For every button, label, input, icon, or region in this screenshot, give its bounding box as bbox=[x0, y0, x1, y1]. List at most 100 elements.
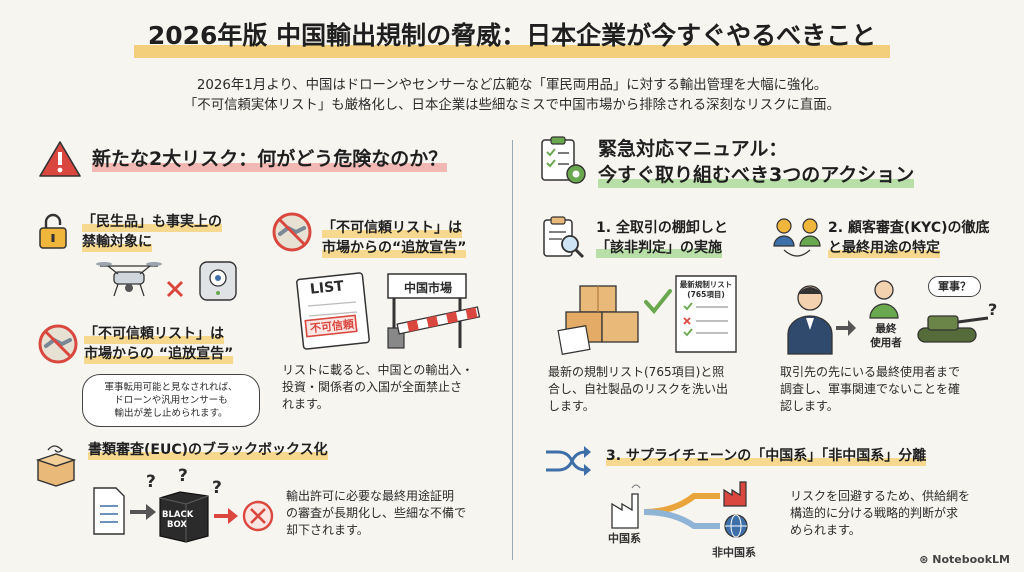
risk1-title-line2: 禁輸対象に bbox=[82, 232, 152, 252]
document-icon bbox=[93, 487, 125, 535]
end-user-label-line2: 使用者 bbox=[870, 337, 902, 349]
notebooklm-logo-icon: ⊛ bbox=[919, 553, 929, 566]
black-box-label-line2: BOX bbox=[167, 520, 187, 530]
a1-desc-line3: します。 bbox=[548, 399, 595, 413]
risk1-title-line1: 「民生品」も事実上の bbox=[82, 212, 222, 232]
regulation-list-label-line1: 最新規制リスト bbox=[679, 280, 733, 289]
arrow-right-icon bbox=[130, 504, 156, 520]
gate-barrier-illustration bbox=[387, 273, 481, 349]
a1-description: 最新の規制リスト(765項目)と照 合し、自社製品のリスクを洗い出 します。 bbox=[548, 364, 760, 415]
black-box-label-line1: BLACK bbox=[162, 510, 194, 520]
intro-line-2: 「不可信頼実体リスト」も厳格化し、日本企業は些細なミスで中国市場から排除される深… bbox=[183, 98, 841, 113]
china-label: 中国系 bbox=[608, 532, 641, 545]
question-mark-4: ? bbox=[988, 300, 998, 319]
list-desc-line1: リストに載ると、中国との輸出入・ bbox=[282, 363, 474, 377]
a3-desc-line3: められます。 bbox=[790, 523, 861, 537]
factory-red-icon bbox=[723, 481, 747, 507]
euc-title: 書類審査(EUC)のブラックボックス化 bbox=[88, 440, 328, 460]
clipboard-search-icon bbox=[543, 216, 585, 259]
list-desc-line2: 投資・関係者の入国が全面禁止さ bbox=[282, 380, 463, 394]
footer-brand-label: NotebookLM bbox=[932, 553, 1010, 566]
end-user-label-line1: 最終 bbox=[875, 323, 897, 335]
checklist-gear-icon bbox=[541, 136, 586, 184]
globe-icon bbox=[724, 514, 748, 538]
a3-desc-line2: 構造的に分ける戦略的判断が求 bbox=[790, 506, 959, 520]
page-title: 2026年版 中国輸出規制の脅威：日本企業が今すぐやるべきこと bbox=[133, 14, 891, 58]
non-china-label: 非中国系 bbox=[712, 546, 756, 559]
shuffle-arrows-icon bbox=[546, 446, 591, 476]
gate-label: 中国市場 bbox=[403, 281, 452, 295]
intro-line-1: 2026年1月より、中国はドローンやセンサーなど広範な「軍民両用品」に対する輸出… bbox=[196, 78, 828, 93]
black-box-label: BLACK BOX bbox=[162, 510, 194, 530]
a2-desc-line3: 認します。 bbox=[780, 399, 839, 413]
regulation-list-label: 最新規制リスト (765項目) bbox=[678, 280, 734, 300]
euc-description: 輸出許可に必要な最終用途証明 の審査が長期化し、些細な不備で 却下されます。 bbox=[286, 488, 506, 539]
risk2-title-line1: 「不可信頼リスト」は bbox=[322, 218, 462, 238]
question-mark-1: ? bbox=[146, 472, 156, 492]
reject-icon bbox=[242, 500, 274, 532]
risk2-title: 「不可信頼リスト」は 市場からの“追放宣告” bbox=[322, 218, 467, 258]
risk1-title: 「民生品」も事実上の 禁輸対象に bbox=[82, 212, 222, 252]
list-description: リストに載ると、中国との輸出入・ 投資・関係者の入国が全面禁止さ れます。 bbox=[282, 362, 502, 413]
intro-text: 2026年1月より、中国はドローンやセンサーなど広範な「軍民両用品」に対する輸出… bbox=[60, 76, 964, 116]
risk3-bubble: 軍事転用可能と見なされれば、 ドローンや汎用センサーも 輸出が差し止められます。 bbox=[82, 374, 260, 427]
arrow-right-icon-2 bbox=[214, 508, 238, 524]
checkmark-icon bbox=[644, 289, 672, 315]
inventory-illustration bbox=[557, 275, 737, 355]
no-handshake-icon bbox=[272, 212, 312, 252]
question-mark-2: ? bbox=[178, 466, 188, 486]
drone-sensor-illustration bbox=[96, 261, 237, 301]
box-icon bbox=[35, 445, 77, 487]
risk3-bubble-line1: 軍事転用可能と見なされれば、 bbox=[104, 382, 238, 393]
a2-title-line2: と最終用途の特定 bbox=[828, 238, 940, 258]
tank-icon bbox=[917, 315, 989, 343]
euc-flow-illustration bbox=[93, 487, 274, 543]
risk3-bubble-line2: ドローンや汎用センサーも bbox=[114, 395, 228, 406]
list-desc-line3: れます。 bbox=[282, 397, 329, 411]
people-network-icon bbox=[773, 218, 821, 257]
a2-title: 2. 顧客審査(KYC)の徹底 と最終用途の特定 bbox=[828, 218, 990, 258]
euc-desc-line2: の審査が長期化し、些細な不備で bbox=[286, 506, 467, 520]
factory-icon bbox=[611, 484, 641, 529]
right-section-title-line2: 今すぐ取り組むべき3つのアクション bbox=[598, 162, 915, 188]
padlock-icon bbox=[39, 213, 67, 249]
a2-title-line1: 2. 顧客審査(KYC)の徹底 bbox=[828, 220, 990, 236]
split-arrows bbox=[643, 493, 720, 529]
risk3-bubble-line3: 輸出が差し止められます。 bbox=[114, 408, 228, 419]
a1-title: 1. 全取引の棚卸しと 「該非判定」の実施 bbox=[596, 218, 728, 258]
no-handshake-icon-2 bbox=[38, 324, 78, 364]
a1-title-line2: 「該非判定」の実施 bbox=[596, 238, 722, 258]
kyc-illustration bbox=[787, 280, 989, 355]
military-bubble: 軍事？ bbox=[928, 276, 981, 297]
a1-title-line1: 1. 全取引の棚卸しと bbox=[596, 220, 728, 236]
right-section-title-line1: 緊急対応マニュアル： bbox=[598, 138, 788, 160]
list-document-illustration bbox=[296, 272, 370, 350]
risk3-title: 「不可信頼リスト」は 市場からの “追放宣告” bbox=[84, 324, 234, 364]
regulation-list-icon bbox=[675, 275, 737, 353]
footer-brand: ⊛ NotebookLM bbox=[919, 553, 1010, 566]
a1-desc-line2: 合し、自社製品のリスクを洗い出 bbox=[548, 382, 729, 396]
end-user-label: 最終 使用者 bbox=[868, 322, 904, 350]
risk2-title-line2: 市場からの“追放宣告” bbox=[322, 238, 467, 258]
a1-desc-line1: 最新の規制リスト(765項目)と照 bbox=[548, 365, 725, 379]
euc-desc-line1: 輸出許可に必要な最終用途証明 bbox=[286, 489, 455, 503]
paper-stack-icon bbox=[557, 325, 591, 355]
a2-desc-line1: 取引先の先にいる最終使用者まで bbox=[780, 365, 961, 379]
arrow-right-icon-3 bbox=[836, 320, 856, 336]
question-mark-3: ? bbox=[212, 478, 222, 498]
red-x-icon bbox=[166, 280, 184, 298]
a2-description: 取引先の先にいる最終使用者まで 調査し、軍事関連でないことを確 認します。 bbox=[780, 364, 992, 415]
a2-desc-line2: 調査し、軍事関連でないことを確 bbox=[780, 382, 961, 396]
left-section-title: 新たな2大リスク：何がどう危険なのか？ bbox=[92, 146, 448, 172]
a3-description: リスクを回避するため、供給網を 構造的に分ける戦略的判断が求 められます。 bbox=[790, 488, 1002, 539]
risk3-title-line1: 「不可信頼リスト」は bbox=[84, 324, 224, 344]
column-divider bbox=[512, 140, 513, 560]
right-section-title: 緊急対応マニュアル： 今すぐ取り組むべき3つのアクション bbox=[598, 136, 915, 188]
end-user-icon bbox=[869, 280, 899, 319]
black-box-icon bbox=[159, 491, 209, 543]
drone-icon bbox=[96, 262, 162, 297]
businessman-icon bbox=[787, 285, 833, 355]
regulation-list-label-line2: (765項目) bbox=[687, 290, 725, 299]
a3-title: 3. サプライチェーンの「中国系」「非中国系」分離 bbox=[606, 446, 927, 466]
title-area: 2026年版 中国輸出規制の脅威：日本企業が今すぐやるべきこと bbox=[0, 14, 1024, 58]
